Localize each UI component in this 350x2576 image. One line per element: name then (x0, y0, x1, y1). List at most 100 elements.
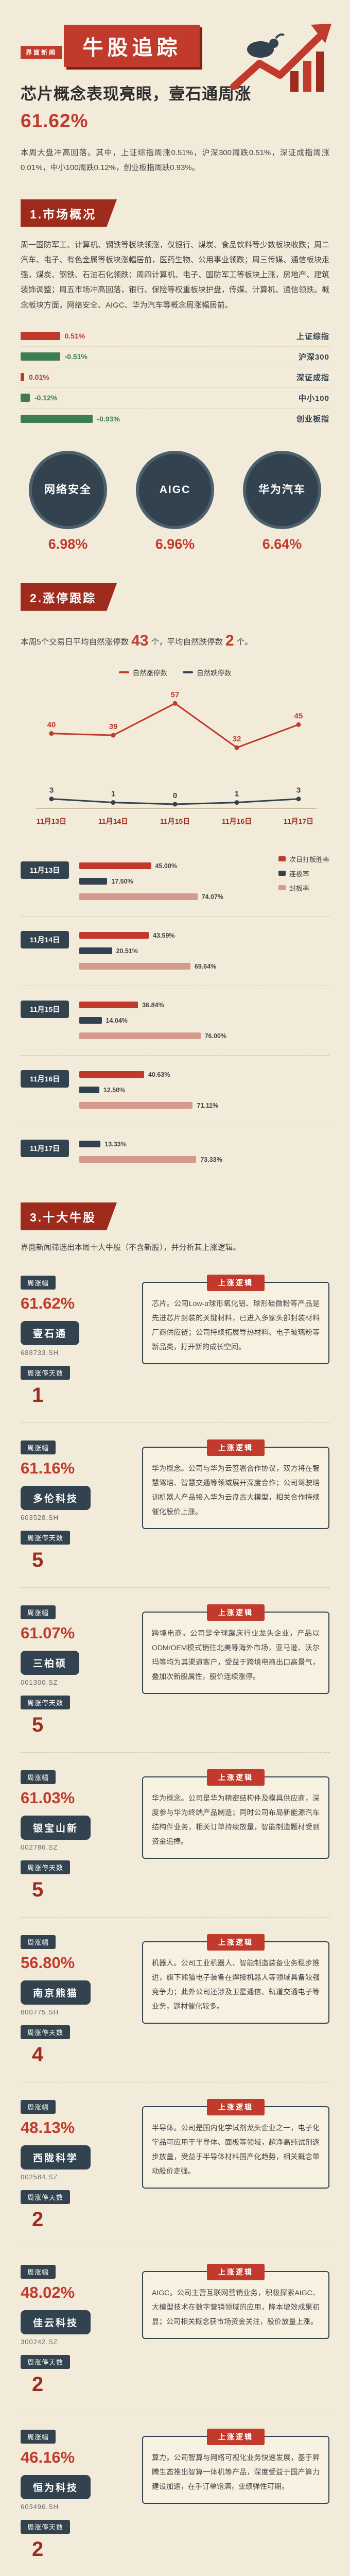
masthead: 界面新闻 牛股追踪 芯片概念表现亮眼，壹石通周涨 61.62% 本周大盘冲高回落… (21, 13, 331, 176)
weekly-gain-label: 周涨幅 (21, 2430, 56, 2444)
index-name: 沪深300 (298, 352, 329, 362)
daily-bars: 40.63%12.50%71.11% (79, 1067, 329, 1113)
daily-bar-value: 17.50% (111, 877, 133, 885)
stock-code: 001300.SZ (21, 1679, 58, 1687)
index-change-bar (21, 414, 93, 423)
page-title-text: 芯片概念表现亮眼，壹石通周涨 (21, 85, 251, 103)
daily-date-label: 11月15日 (21, 1000, 69, 1018)
section-title-bulls: 3.十大牛股 (21, 1202, 117, 1230)
rise-logic-box: 上涨逻辑跨境电商。公司是全球蹦床行业龙头企业，产品以ODM/OEM模式销往北美等… (142, 1604, 329, 1694)
daily-legend-swatch (278, 885, 286, 891)
daily-bar-次日打板胜率 (79, 1002, 138, 1009)
stock-name-badge: 多伦科技 (21, 1486, 91, 1511)
market-summary-text: 周一国防军工、计算机、钢铁等板块领涨，仅银行、煤炭、食品饮料等少数板块收跌；周二… (21, 240, 330, 310)
stock-name-badge: 恒为科技 (21, 2475, 91, 2500)
daily-bar-row: 14.04% (79, 1013, 329, 1028)
index-name: 上证综指 (296, 332, 329, 341)
rise-logic-text: 算力。公司智算与网络可视化业务快速发展，基于昇腾生态推出智算一体机等产品，深度受… (152, 2453, 320, 2491)
data-point (296, 722, 301, 727)
daily-date-label: 11月13日 (21, 861, 69, 879)
daily-bar-value: 12.50% (103, 1086, 126, 1094)
daily-bar-value: 43.59% (153, 931, 175, 939)
rise-logic-text: 华为概念。公司与华为云签署合作协议，双方将在智慧驾培、智慧交通等领域展开深度合作… (152, 1464, 320, 1516)
concept-weekly-gain: 6.64% (262, 536, 302, 552)
daily-bar-row: 69.64% (79, 959, 329, 974)
limit-days-label: 周涨停天数 (21, 2355, 71, 2369)
daily-bar-value: 36.84% (142, 1001, 164, 1009)
limit-days-value: 5 (32, 1878, 44, 1902)
rise-logic-text: 机器人。公司工业机器人、智能制造装备业务稳步推进，旗下熊猫电子装备在焊接机器人等… (152, 1959, 320, 2011)
limit-days-label: 周涨停天数 (21, 2520, 71, 2534)
avg-limit-up-count: 43 (131, 632, 149, 649)
stock-name-badge: 壹石通 (21, 1321, 80, 1346)
daily-bars-legend: 次日打板胜率连板率封板率 (278, 854, 329, 897)
rise-logic-box: 上涨逻辑华为概念。公司是华为精密结构件及模具供应商，深度参与华为终端产品制造；同… (142, 1769, 329, 1859)
rise-logic-label: 上涨逻辑 (207, 2264, 265, 2281)
section-market: 1.市场概况 周一国防军工、计算机、钢铁等板块领涨，仅银行、煤炭、食品饮料等少数… (21, 176, 329, 552)
data-point-label: 40 (47, 720, 56, 729)
daily-bar-次日打板胜率 (79, 1071, 144, 1078)
daily-legend-item: 连板率 (278, 869, 329, 878)
legend-label: 自然跌停数 (197, 669, 232, 677)
data-point-label: 39 (109, 722, 118, 731)
daily-block-11月13日: 11月13日 45.00% 17.50% 74.07% (21, 847, 329, 917)
rise-logic-label: 上涨逻辑 (207, 1439, 265, 1456)
weekly-gain-value: 61.03% (21, 1789, 75, 1807)
daily-legend-label: 连板率 (289, 870, 309, 878)
daily-bar-value: 74.07% (201, 893, 224, 901)
rise-logic-box: 上涨逻辑机器人。公司工业机器人、智能制造装备业务稳步推进，旗下熊猫电子装备在焊接… (142, 1934, 329, 2024)
stock-code: 002584.SZ (21, 2173, 58, 2181)
daily-bar-row: 74.07% (79, 889, 329, 905)
daily-bar-row: 43.59% (79, 928, 329, 943)
data-point-label: 0 (173, 791, 177, 800)
rise-logic-label: 上涨逻辑 (207, 2099, 265, 2116)
limit-days-value: 1 (32, 1384, 44, 1407)
data-point (49, 796, 54, 801)
bull-body-icon (247, 41, 274, 58)
limit-days-label: 周涨停天数 (21, 1366, 71, 1380)
daily-bar-封板率 (79, 1156, 197, 1163)
x-axis-label: 11月17日 (284, 817, 313, 825)
index-name: 创业板指 (296, 415, 329, 424)
daily-bar-value: 45.00% (155, 862, 177, 870)
weekly-gain-value: 61.16% (21, 1459, 75, 1478)
stock-code: 300242.SZ (21, 2338, 58, 2346)
daily-legend-swatch (278, 871, 286, 876)
daily-bar-row: 13.33% (79, 1137, 329, 1152)
index-change-value: -0.12% (34, 394, 58, 402)
limit-summary-prefix: 本周5个交易日平均自然涨停数 (21, 637, 129, 647)
weekly-gain-label: 周涨幅 (21, 1935, 56, 1950)
index-row: 0.51%上证综指 (21, 326, 329, 347)
limit-summary-suffix: 个。 (236, 637, 253, 647)
daily-bar-row: 40.63% (79, 1067, 329, 1082)
weekly-gain-label: 周涨幅 (21, 1605, 56, 1620)
daily-date-label: 11月14日 (21, 930, 69, 948)
index-name: 深证成指 (296, 373, 329, 382)
daily-bar-row: 20.51% (79, 943, 329, 959)
limit-days-value: 2 (32, 2373, 44, 2396)
weekly-gain-label: 周涨幅 (21, 1770, 56, 1785)
weekly-gain-label: 周涨幅 (21, 2100, 56, 2114)
daily-bar-次日打板胜率 (79, 932, 149, 939)
weekly-gain-value: 61.07% (21, 1624, 75, 1642)
index-change-bar (21, 352, 60, 361)
daily-bar-封板率 (79, 1102, 193, 1109)
daily-bars: 36.84%14.04%76.00% (79, 997, 329, 1044)
limit-days-label: 周涨停天数 (21, 1696, 71, 1710)
weekly-gain-label: 周涨幅 (21, 1276, 56, 1290)
weekly-gain-value: 48.02% (21, 2283, 75, 2302)
bar-icon (290, 71, 299, 92)
